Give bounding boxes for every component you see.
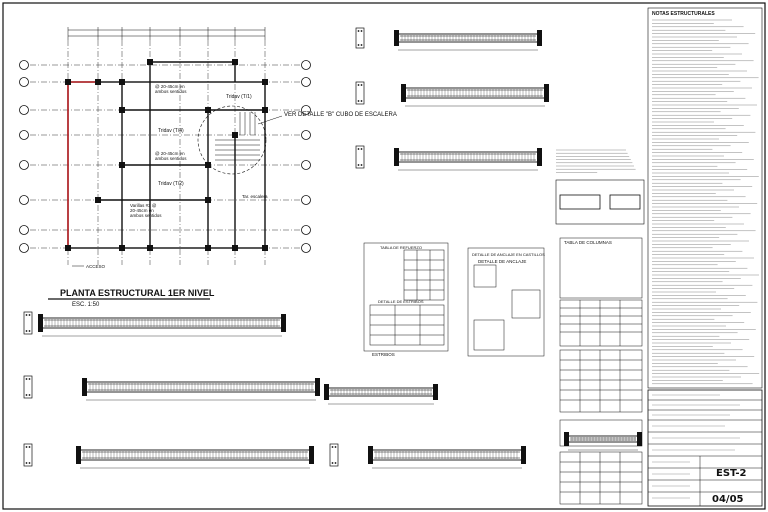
beam-elevation-9 (564, 432, 642, 451)
column-table-title: TABLA DE COLUMNAS (564, 240, 612, 245)
beam-elevation-8 (329, 443, 526, 469)
detail-callout: VER DETALLE "B" CUBO DE ESCALERA (284, 112, 397, 118)
general-notes: NOTAS ESTRUCTURALES (647, 7, 763, 389)
room-label-3: Tridav (T/1) (226, 94, 252, 100)
plan-scale: ESC. 1:50 (72, 302, 100, 308)
plan-title: PLANTA ESTRUCTURAL 1ER NIVEL (60, 288, 215, 298)
svg-text:ambos sentidos: ambos sentidos (130, 213, 162, 218)
beam-elevation-5 (23, 375, 320, 401)
sheet-code: EST-2 (716, 468, 747, 479)
svg-text:ambos sentidos: ambos sentidos (155, 89, 187, 94)
floor-plan: @ 20-45cm en ambos sentidos @ 20-45cm en… (19, 27, 397, 308)
detail-a-title: DETALLE DE ANCLAJE (478, 259, 526, 264)
beam-elevation-6 (23, 443, 314, 469)
beam-elevations (23, 27, 642, 469)
svg-text:Varillas #3 @: Varillas #3 @ (130, 203, 157, 208)
rebar-schedule-tables (363, 242, 545, 357)
stirrups-title: ESTRIBOS (372, 352, 395, 357)
beam-elevation-3 (355, 145, 542, 171)
title-block: EST-2 04/05 (647, 389, 763, 507)
beam-elevation-2 (355, 81, 549, 107)
beam-elevation-1 (355, 27, 542, 51)
room-label-1: Tridav (T/4) (158, 128, 184, 134)
column-schedule (559, 237, 643, 505)
svg-text:@ 20-45cm en: @ 20-45cm en (155, 84, 185, 89)
beam-elevation-4 (23, 311, 286, 337)
notes-heading: NOTAS ESTRUCTURALES (652, 11, 715, 17)
svg-text:Tar. escalera: Tar. escalera (242, 194, 268, 199)
svg-text:@ 20-45cm en: @ 20-45cm en (155, 151, 185, 156)
svg-text:ambos sentidos: ambos sentidos (155, 156, 187, 161)
svg-text:DETALLE DE ESTRIBOS: DETALLE DE ESTRIBOS (378, 299, 424, 304)
svg-text:DETALLE DE ANCLAJE EN CASTILLO: DETALLE DE ANCLAJE EN CASTILLOS (472, 252, 545, 257)
svg-text:20-45cm en: 20-45cm en (130, 208, 154, 213)
svg-text:ACCESO: ACCESO (86, 264, 106, 269)
beam-elevation-7 (324, 384, 438, 405)
sheet-number: 04/05 (712, 494, 744, 505)
room-label-2: Tridav (T/2) (158, 181, 184, 187)
svg-text:TABLA DE REFUERZO: TABLA DE REFUERZO (380, 245, 422, 250)
